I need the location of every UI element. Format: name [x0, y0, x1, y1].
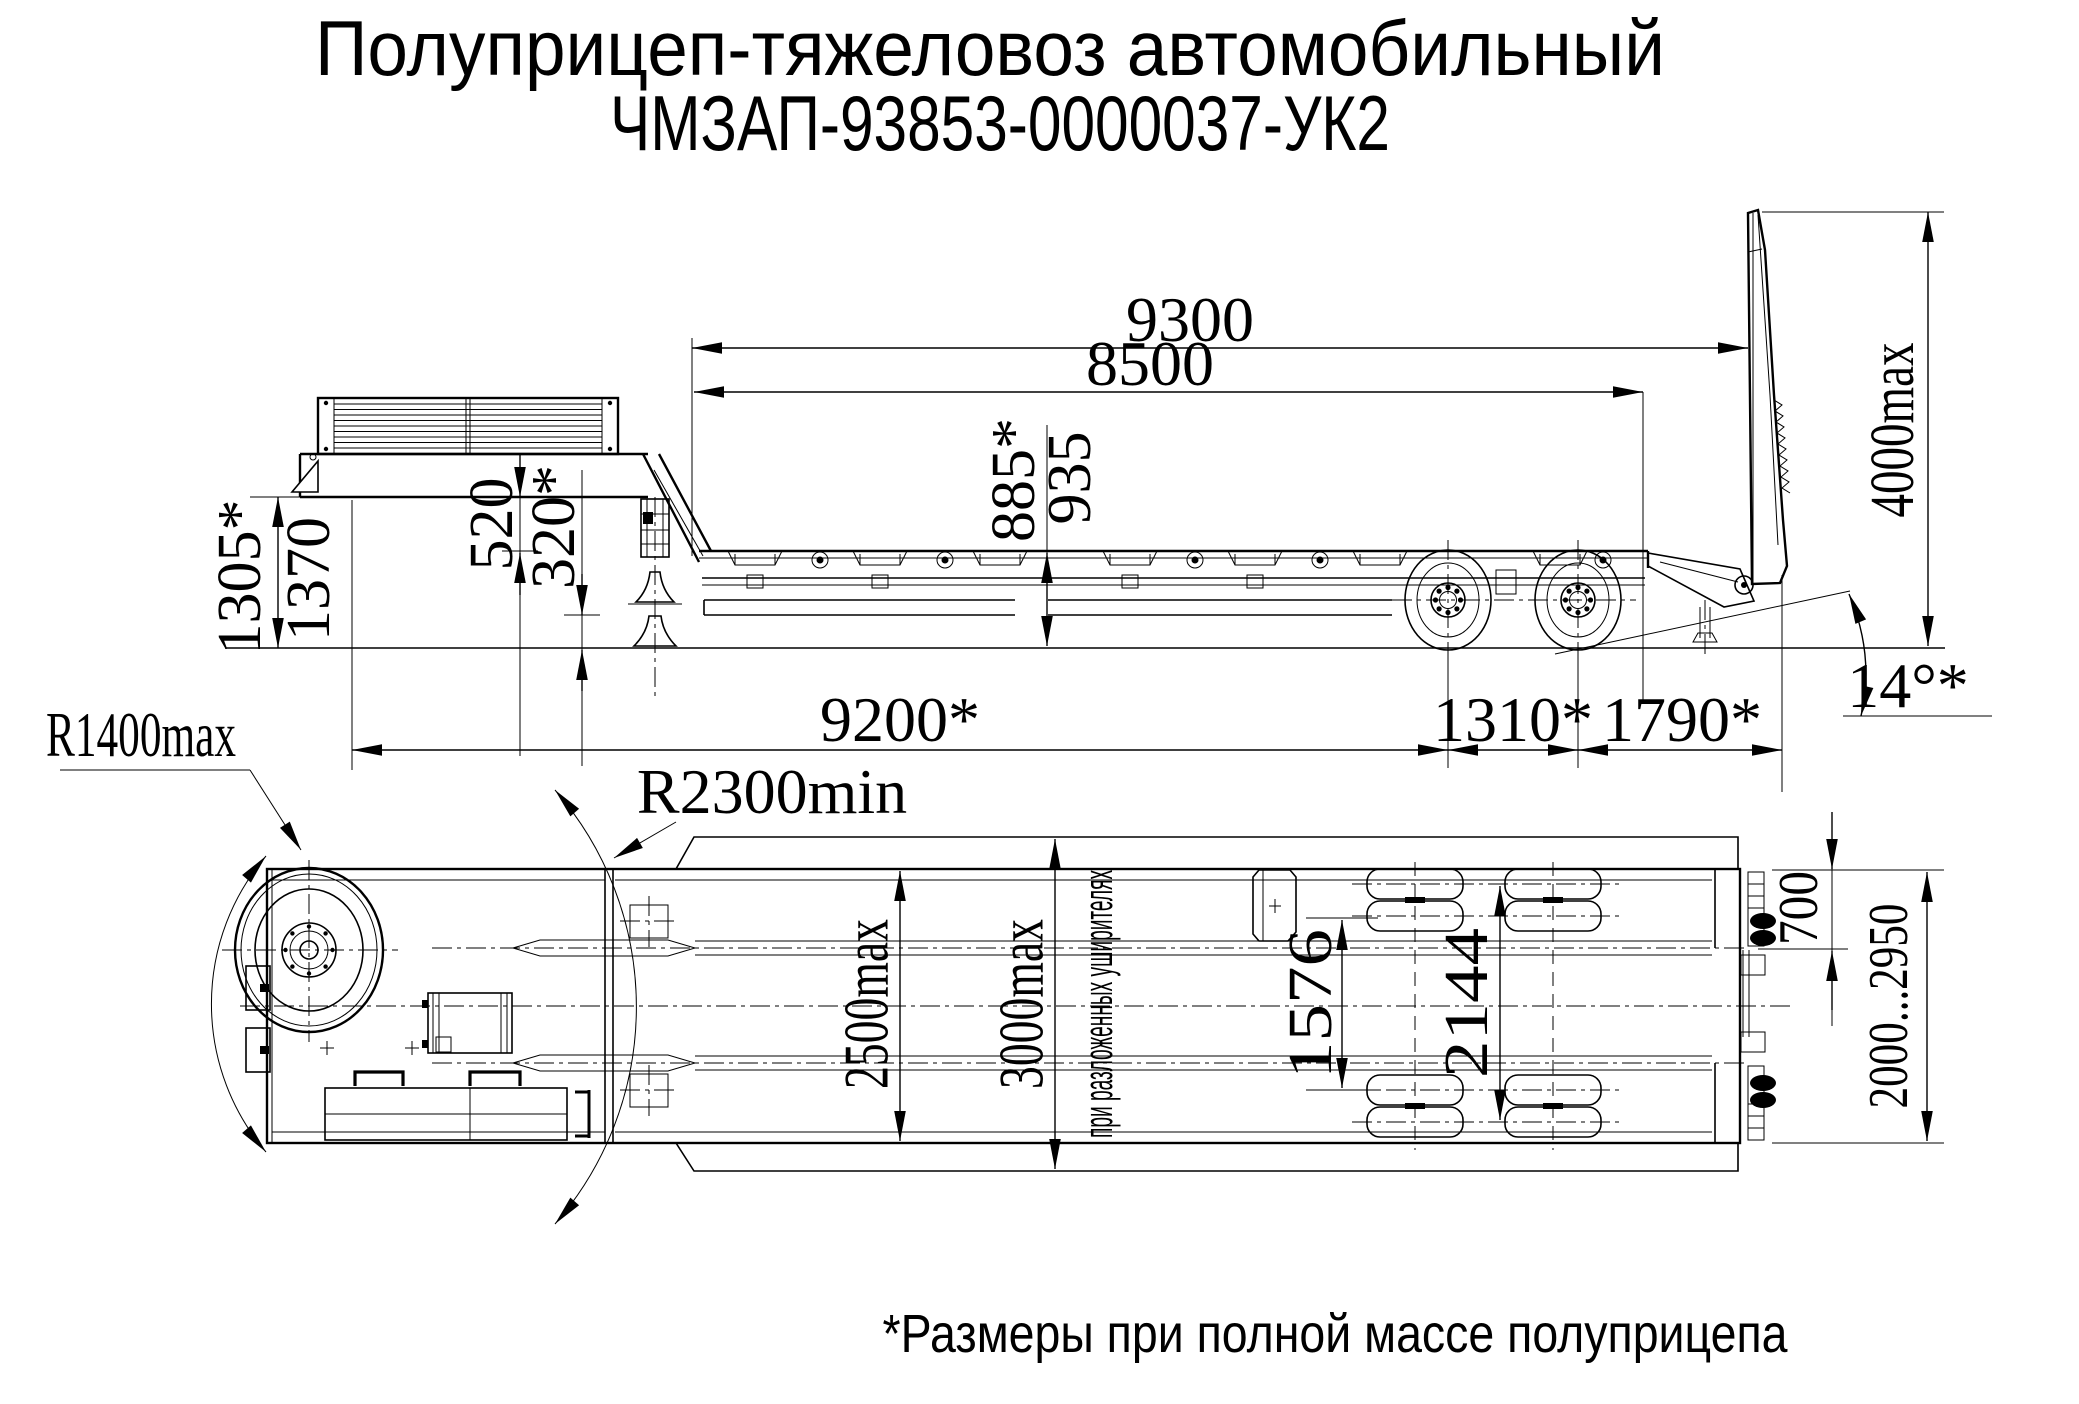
rear-ramp-arm: [1647, 552, 1756, 655]
dim-inner-track: 1576: [1277, 929, 1345, 1079]
page-title-line1: Полуприцеп-тяжеловоз автомобильный: [315, 4, 1665, 92]
dim-platform-length: 8500: [1086, 328, 1214, 399]
page-title-line2: ЧМЗАП-93853-0000037-УК2: [610, 79, 1390, 167]
footnote: *Размеры при полной массе полуприцепа: [883, 1304, 1789, 1364]
dim-rear-overhang: 1790*: [1602, 684, 1762, 755]
dim-extended-note: при разложенных уширителях: [1077, 870, 1121, 1138]
dim-ground-clearance: 320*: [520, 465, 588, 589]
dim-base-length: 9200*: [820, 684, 980, 755]
dim-platform-width: 2500max: [831, 919, 902, 1089]
wheels-top: [1252, 862, 1620, 1150]
dim-outer-track: 2144: [1433, 928, 1501, 1078]
wheels-side: [1392, 540, 1636, 665]
wideners-outline: [620, 836, 1739, 1172]
dim-axle-spacing: 1310*: [1433, 684, 1593, 755]
platform: [699, 549, 1650, 616]
dim-ramp-height: 4000max: [1859, 343, 1927, 518]
dim-wheel-offset: 700: [1768, 871, 1830, 945]
rear-assembly: [1714, 869, 1776, 1143]
top-view-dimensions: R1400max 2500max 3000max при разложенных…: [46, 699, 1944, 1169]
widener-blades: [432, 939, 1745, 1072]
ramp-angle-construction: [1554, 590, 1992, 717]
front-bolster: [316, 396, 620, 456]
dim-extended-width: 3000max: [986, 919, 1057, 1089]
dim-gooseneck-height-unladen: 1370: [275, 517, 343, 641]
dim-ramp-width-range: 2000...2950: [1858, 904, 1920, 1109]
dim-turning-radius: R2300min: [637, 756, 907, 827]
landing-gear: [628, 497, 682, 700]
gooseneck-equipment: [320, 992, 591, 1141]
king-pin: [222, 860, 398, 1042]
dim-front-swing-radius: R1400max: [46, 699, 236, 770]
dim-overall-length: 9300: [1126, 284, 1254, 355]
swing-arcs: [210, 789, 637, 1225]
dim-deck-height-laden: 885*: [980, 418, 1048, 542]
upright-ramp: [1746, 208, 1791, 586]
dim-ramp-angle: 14°*: [1847, 650, 1969, 721]
dim-gooseneck-step: 520: [458, 478, 526, 571]
side-view-dimensions: 9300 8500 885* 935 520 320* 1305* 1370 4…: [206, 211, 1969, 859]
dim-gooseneck-height-laden: 1305*: [206, 500, 274, 655]
side-view: [225, 208, 1992, 717]
dim-deck-height-unladen: 935: [1036, 432, 1104, 525]
